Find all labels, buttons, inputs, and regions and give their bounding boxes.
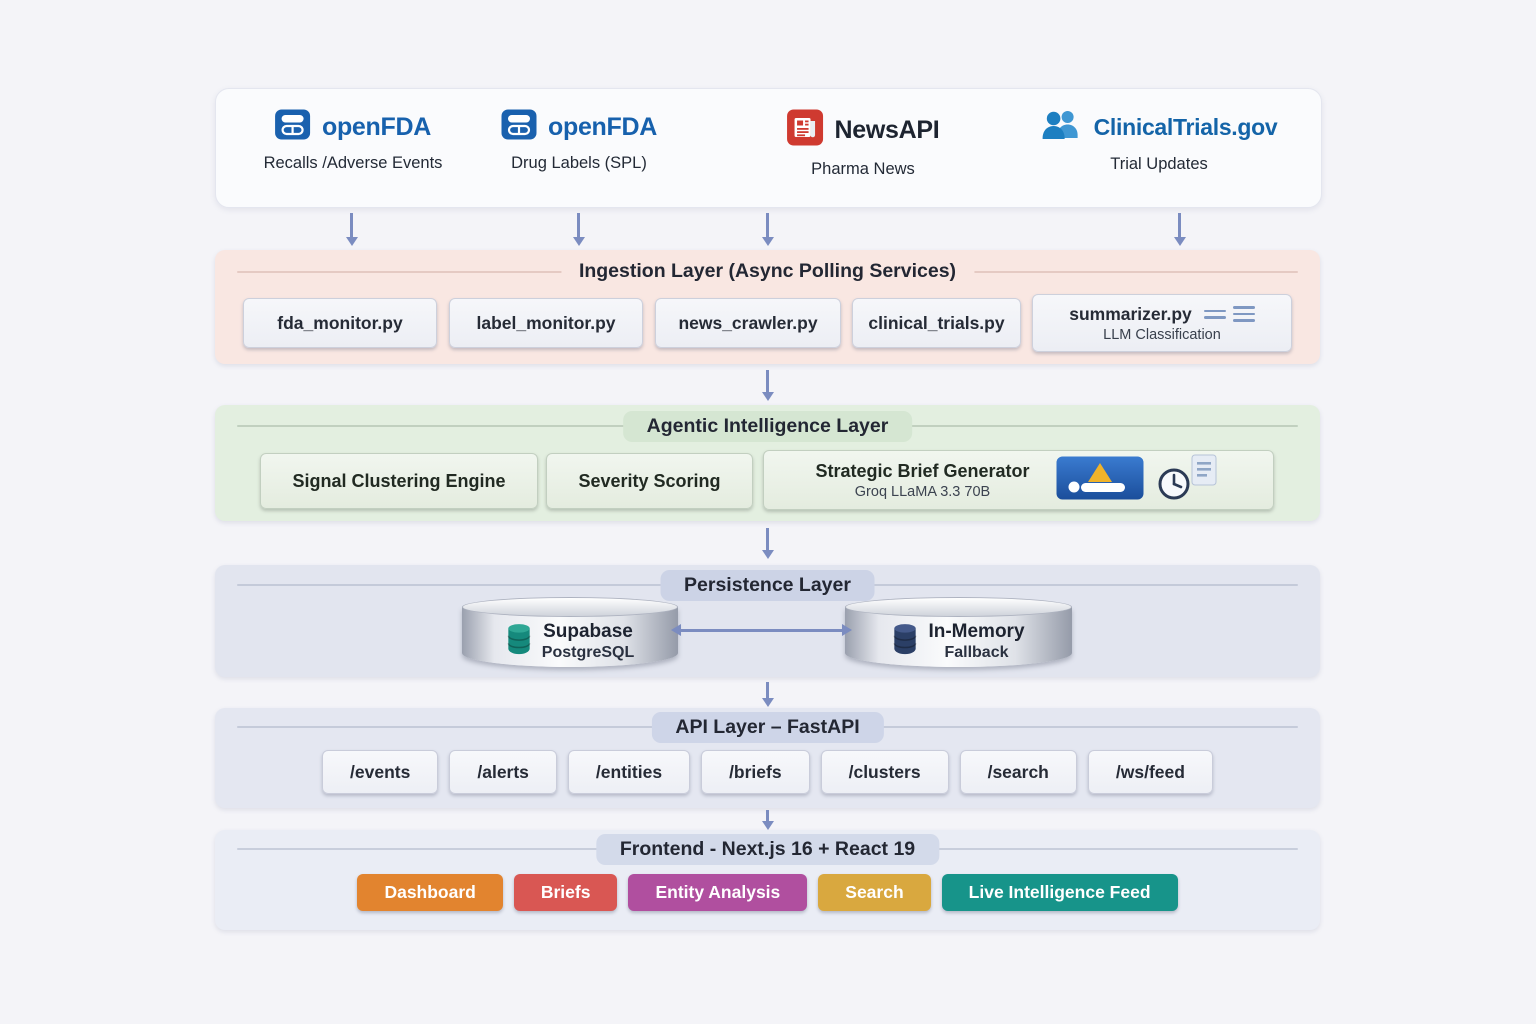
source-name: NewsAPI bbox=[834, 115, 940, 144]
endpoint-search: /search bbox=[959, 750, 1077, 794]
flow-arrow-api-frontend bbox=[766, 810, 769, 821]
endpoint-entities: /entities bbox=[567, 750, 691, 794]
source-newsapi: NewsAPI Pharma News bbox=[787, 109, 940, 179]
frontend-layer: Frontend - Next.js 16 + React 19 Dashboa… bbox=[215, 830, 1320, 930]
flow-arrow-persistence-api bbox=[766, 682, 769, 698]
store-subtitle: Fallback bbox=[944, 643, 1009, 661]
openfda-icon bbox=[501, 109, 537, 145]
summarizer-subtitle: LLM Classification bbox=[1103, 326, 1221, 343]
brief-generator-subtitle: Groq LLaMA 3.3 70B bbox=[854, 483, 991, 500]
module-strategic-brief-generator: Strategic Brief Generator Groq LLaMA 3.3… bbox=[763, 450, 1274, 510]
frontend-layer-title: Frontend - Next.js 16 + React 19 bbox=[595, 834, 940, 865]
summarizer-name: summarizer.py bbox=[1069, 303, 1192, 324]
source-label: Trial Updates bbox=[1110, 155, 1208, 173]
module-summarizer: summarizer.py LLM Classification bbox=[1032, 294, 1292, 352]
store-name: In-Memory bbox=[928, 620, 1025, 642]
flow-arrow-source-2 bbox=[577, 213, 580, 237]
agentic-layer-title: Agentic Intelligence Layer bbox=[622, 411, 913, 442]
frontend-module-entity-analysis: Entity Analysis bbox=[628, 874, 808, 911]
cylinder-body bbox=[845, 607, 1072, 667]
api-endpoints-row: /events /alerts /entities /briefs /clust… bbox=[255, 750, 1280, 794]
api-layer: API Layer – FastAPI /events /alerts /ent… bbox=[215, 708, 1320, 808]
database-cylinder-icon bbox=[892, 623, 918, 660]
frontend-modules-row: Dashboard Briefs Entity Analysis Search … bbox=[255, 874, 1280, 911]
module-signal-clustering: Signal Clustering Engine bbox=[260, 453, 538, 509]
source-openfda-labels: openFDA Drug Labels (SPL) bbox=[501, 109, 657, 173]
flow-arrow-source-4 bbox=[1178, 213, 1181, 237]
store-subtitle: PostgreSQL bbox=[541, 643, 635, 661]
source-clinicaltrials: ClinicalTrials.gov Trial Updates bbox=[1041, 109, 1278, 174]
cylinder-body bbox=[462, 607, 678, 667]
source-name: ClinicalTrials.gov bbox=[1093, 114, 1278, 140]
module-fda-monitor: fda_monitor.py bbox=[243, 298, 437, 348]
store-in-memory: In-Memory Fallback bbox=[845, 597, 1072, 671]
clock-document-icon bbox=[1154, 453, 1222, 508]
source-label: Recalls /Adverse Events bbox=[263, 154, 443, 172]
source-name: openFDA bbox=[321, 112, 431, 141]
module-label-monitor: label_monitor.py bbox=[449, 298, 643, 348]
flow-arrow-ingestion-agentic bbox=[766, 370, 769, 392]
source-label: Drug Labels (SPL) bbox=[511, 154, 647, 172]
store-supabase: Supabase PostgreSQL bbox=[462, 597, 678, 671]
module-severity-scoring: Severity Scoring bbox=[546, 453, 753, 509]
frontend-module-briefs: Briefs bbox=[513, 874, 618, 911]
endpoint-events: /events bbox=[322, 750, 439, 794]
agentic-intelligence-layer: Agentic Intelligence Layer Signal Cluste… bbox=[215, 405, 1320, 521]
ingestion-layer: Ingestion Layer (Async Polling Services)… bbox=[215, 250, 1320, 364]
brief-generator-title: Strategic Brief Generator bbox=[815, 460, 1030, 481]
endpoint-ws-feed: /ws/feed bbox=[1087, 750, 1213, 794]
cylinder-top bbox=[845, 597, 1072, 617]
source-openfda-recalls: openFDA Recalls /Adverse Events bbox=[263, 109, 443, 173]
flow-arrow-source-1 bbox=[350, 213, 353, 237]
openfda-icon bbox=[275, 109, 311, 145]
api-layer-title: API Layer – FastAPI bbox=[651, 712, 884, 743]
frontend-module-search: Search bbox=[818, 874, 931, 911]
frontend-module-live-feed: Live Intelligence Feed bbox=[941, 874, 1178, 911]
newsapi-icon bbox=[787, 109, 824, 151]
module-clinical-trials: clinical_trials.py bbox=[852, 298, 1021, 348]
frontend-module-dashboard: Dashboard bbox=[357, 874, 503, 911]
endpoint-clusters: /clusters bbox=[820, 750, 949, 794]
module-news-crawler: news_crawler.py bbox=[655, 298, 841, 348]
data-sources-card: openFDA Recalls /Adverse Events openFDA … bbox=[215, 88, 1322, 208]
store-name: Supabase bbox=[543, 620, 633, 642]
clinicaltrials-icon bbox=[1041, 109, 1083, 146]
endpoint-briefs: /briefs bbox=[701, 750, 810, 794]
flow-arrow-agentic-persistence bbox=[766, 528, 769, 550]
alert-person-card-icon bbox=[1056, 456, 1144, 505]
cylinder-top bbox=[462, 597, 678, 617]
source-name: openFDA bbox=[548, 112, 657, 141]
text-lines-icon bbox=[1203, 306, 1255, 322]
persistence-layer: Persistence Layer Supabase PostgreSQL bbox=[215, 565, 1320, 677]
flow-arrow-source-3 bbox=[766, 213, 769, 237]
bidirectional-arrow bbox=[671, 624, 852, 636]
database-cylinder-icon bbox=[506, 623, 532, 660]
persistence-layer-title: Persistence Layer bbox=[660, 570, 875, 601]
ingestion-layer-title: Ingestion Layer (Async Polling Services) bbox=[560, 260, 975, 283]
source-label: Pharma News bbox=[811, 160, 915, 178]
endpoint-alerts: /alerts bbox=[449, 750, 557, 794]
